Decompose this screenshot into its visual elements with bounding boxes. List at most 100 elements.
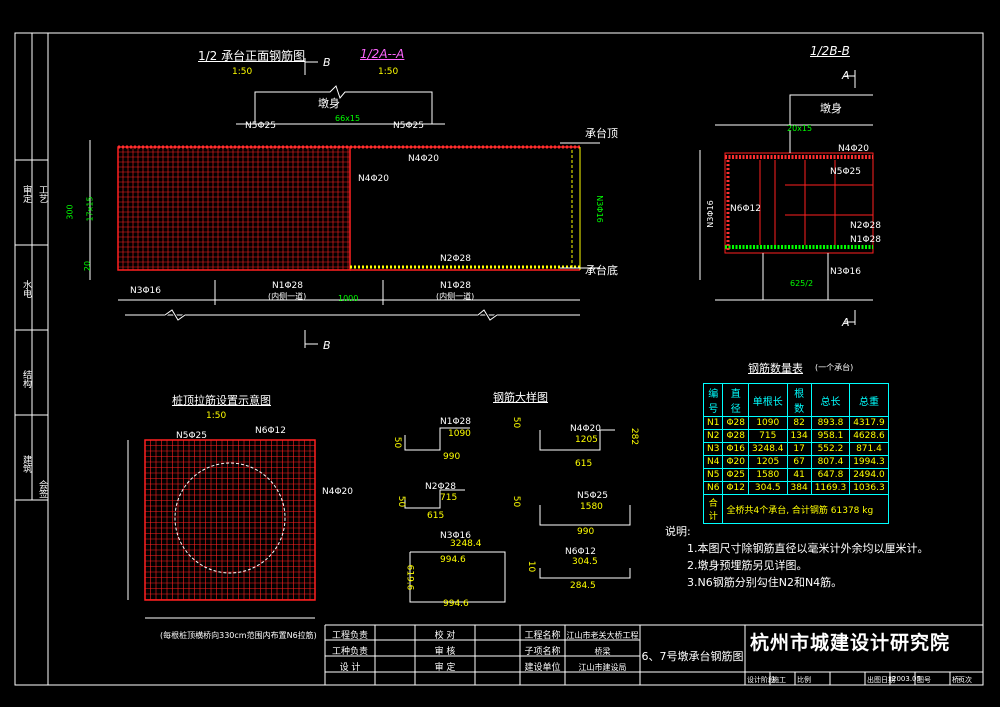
- detail-4-a: 3248.4: [450, 539, 482, 549]
- cap-top-label: 承台顶: [585, 127, 618, 140]
- dim-17x15: 17x15: [85, 196, 95, 222]
- label-n3-b: N3Φ16: [705, 200, 715, 228]
- tb-bottom-0: 设计阶段: [747, 676, 775, 684]
- pile-top-title: 桩顶拉筋设置示意图: [172, 394, 271, 407]
- pile-top-view: [127, 439, 316, 619]
- front-mesh: [117, 146, 350, 270]
- table-cell: 552.2: [810, 442, 851, 456]
- table-cell: N2: [702, 429, 724, 443]
- table-title: 钢筋数量表: [748, 362, 803, 375]
- table-cell: Φ20: [722, 455, 750, 469]
- label-n5-2: N5Φ25: [393, 121, 424, 131]
- dim-20-front: 20: [83, 260, 93, 272]
- table-cell: Φ25: [722, 468, 750, 482]
- side-label-5: 建筑: [21, 455, 31, 473]
- side-label-1: 审定: [21, 185, 31, 203]
- detail-title: 钢筋大样图: [493, 391, 548, 404]
- detail-4-h: 619.6: [404, 564, 415, 591]
- detail-5-a: 304.5: [572, 557, 598, 567]
- table-cell: 2494.0: [849, 468, 889, 482]
- tb-proj-value-0: 江山市老关大桥工程: [566, 631, 639, 640]
- front-view-title: 1/2 承台正面钢筋图: [198, 49, 306, 63]
- pile-note: (每根桩顶横桥向330cm范围内布置N6拉筋): [160, 631, 317, 640]
- table-cell: 647.8: [810, 468, 851, 482]
- drawing-title: 6、7号墩承台钢筋图: [641, 650, 744, 663]
- detail-4-c: 994.6: [443, 599, 469, 609]
- detail-5-name: N6Φ12: [565, 547, 596, 557]
- label-n4-b: N4Φ20: [838, 144, 869, 154]
- note-2: 2.墩身预埋筋另见详图。: [687, 559, 808, 572]
- detail-0-b: 990: [443, 452, 461, 462]
- inner-2: (内侧一道): [436, 292, 475, 301]
- notes: 说明: 1.本图尺寸除钢筋直径以毫米计外余均以厘米计。 2.墩身预埋筋另见详图。…: [665, 523, 929, 591]
- table-header-1: 直径: [722, 383, 750, 417]
- label-n3-vert: N3Φ16: [594, 195, 604, 223]
- table-cell: 17: [786, 442, 812, 456]
- dim-1000: 1000: [338, 294, 359, 303]
- section-a-scale: 1:50: [378, 67, 399, 77]
- side-label-6: 会签: [37, 480, 47, 498]
- label-n1-2: N1Φ28: [440, 281, 471, 291]
- front-view: [89, 58, 600, 348]
- table-cell: 807.4: [810, 455, 851, 469]
- side-label-2: 工艺: [37, 185, 47, 203]
- title-block-lines: [324, 624, 983, 685]
- detail-2-h: 50: [396, 495, 407, 508]
- pier-body-b: 墩身: [820, 102, 842, 115]
- detail-2-a: 715: [440, 493, 458, 503]
- table-cell: Φ28: [722, 416, 750, 430]
- detail-1-b: 615: [575, 459, 593, 469]
- spacing-20: 20x15: [787, 124, 813, 133]
- tb-bottom-7: 桥-: [952, 676, 962, 684]
- detail-1-name: N4Φ20: [570, 424, 601, 434]
- table-total-label: 合计: [702, 494, 724, 524]
- note-3: 3.N6钢筋分别勾住N2和N4筋。: [687, 576, 843, 589]
- detail-5-h: 10: [526, 560, 537, 573]
- tb-bottom-5: 2003.05: [892, 675, 921, 683]
- table-cell: 715: [748, 429, 788, 443]
- detail-0-a: 1090: [448, 429, 471, 439]
- section-a-title: 1/2A--A: [360, 47, 405, 61]
- detail-2-name: N2Φ28: [425, 482, 456, 492]
- tb-mid-0: 校 对: [434, 631, 456, 641]
- table-cell: Φ28: [722, 429, 750, 443]
- tb-bottom-8: 页次: [958, 676, 972, 684]
- detail-1-a: 1205: [575, 435, 598, 445]
- label-n6-p: N6Φ12: [255, 426, 286, 436]
- tb-proj-value-2: 江山市建设局: [578, 663, 627, 672]
- table-header-2: 单根长: [748, 383, 788, 417]
- label-n3-b2: N3Φ16: [830, 267, 861, 277]
- tb-mid-1: 审 核: [434, 647, 456, 657]
- label-n2-b: N2Φ28: [850, 221, 881, 231]
- pile-mesh: [144, 439, 315, 600]
- label-n2-front: N2Φ28: [440, 254, 471, 264]
- tb-bottom-4: 出图日期: [867, 676, 895, 684]
- tb-mid-2: 审 定: [434, 663, 456, 673]
- dim-625: 625/2: [790, 279, 814, 288]
- tb-bottom-6: 图号: [917, 676, 931, 684]
- detail-4-name: N3Φ16: [440, 531, 471, 541]
- table-cell: 134: [786, 429, 812, 443]
- label-n4-p: N4Φ20: [322, 487, 353, 497]
- cut-b-top: B: [323, 56, 331, 69]
- front-view-scale: 1:50: [232, 67, 253, 77]
- table-cell: Φ12: [722, 481, 750, 495]
- side-label-4: 结构: [21, 370, 31, 388]
- tb-left-1: 工种负责: [331, 647, 368, 657]
- label-n1-1: N1Φ28: [272, 281, 303, 291]
- table-cell: 67: [786, 455, 812, 469]
- table-header-3: 根数: [786, 383, 812, 417]
- tb-left-2: 设 计: [339, 663, 361, 673]
- detail-shapes: [404, 427, 631, 603]
- label-n4-2: N4Φ20: [358, 174, 389, 184]
- detail-5-b: 284.5: [570, 581, 596, 591]
- table-cell: 1169.3: [810, 481, 851, 495]
- table-cell: 41: [786, 468, 812, 482]
- table-total-text: 全桥共4个承台, 合计钢筋 61378 kg: [722, 494, 889, 524]
- table-header-0: 编号: [702, 383, 724, 417]
